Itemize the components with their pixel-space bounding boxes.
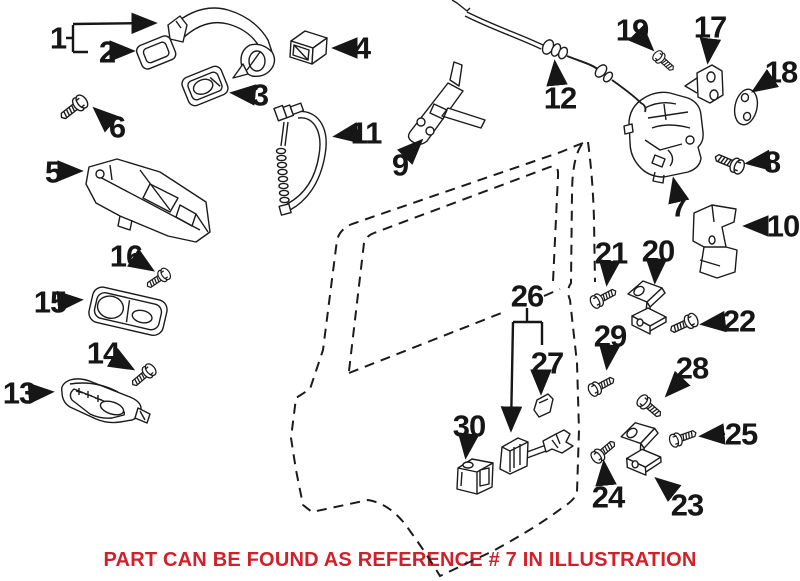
- callout-10: 10: [766, 208, 800, 244]
- callout-25: 25: [724, 416, 758, 452]
- callout-23: 23: [670, 487, 704, 523]
- callout-19: 19: [615, 12, 649, 48]
- callout-29: 29: [593, 318, 627, 354]
- callout-12: 12: [543, 80, 577, 116]
- callout-4: 4: [353, 30, 371, 66]
- callout-16: 16: [109, 238, 143, 274]
- callout-11: 11: [350, 115, 383, 151]
- callout-20: 20: [641, 233, 675, 269]
- callout-5: 5: [44, 154, 62, 190]
- callout-22: 22: [722, 303, 756, 339]
- callout-24: 24: [591, 479, 625, 515]
- callout-2: 2: [98, 34, 116, 70]
- callout-8: 8: [763, 144, 781, 180]
- callout-14: 14: [86, 335, 120, 371]
- callout-13: 13: [2, 375, 36, 411]
- callout-21: 21: [594, 235, 628, 271]
- callout-1: 1: [49, 20, 67, 56]
- callout-17: 17: [693, 9, 727, 45]
- callout-18: 18: [764, 54, 798, 90]
- callout-26: 26: [510, 278, 544, 314]
- callout-6: 6: [108, 109, 126, 145]
- callout-9: 9: [391, 147, 409, 183]
- callout-3: 3: [251, 77, 269, 113]
- callout-30: 30: [452, 408, 486, 444]
- callout-27: 27: [530, 345, 564, 381]
- callout-28: 28: [675, 350, 709, 386]
- callout-7: 7: [670, 188, 688, 224]
- callout-15: 15: [33, 284, 67, 320]
